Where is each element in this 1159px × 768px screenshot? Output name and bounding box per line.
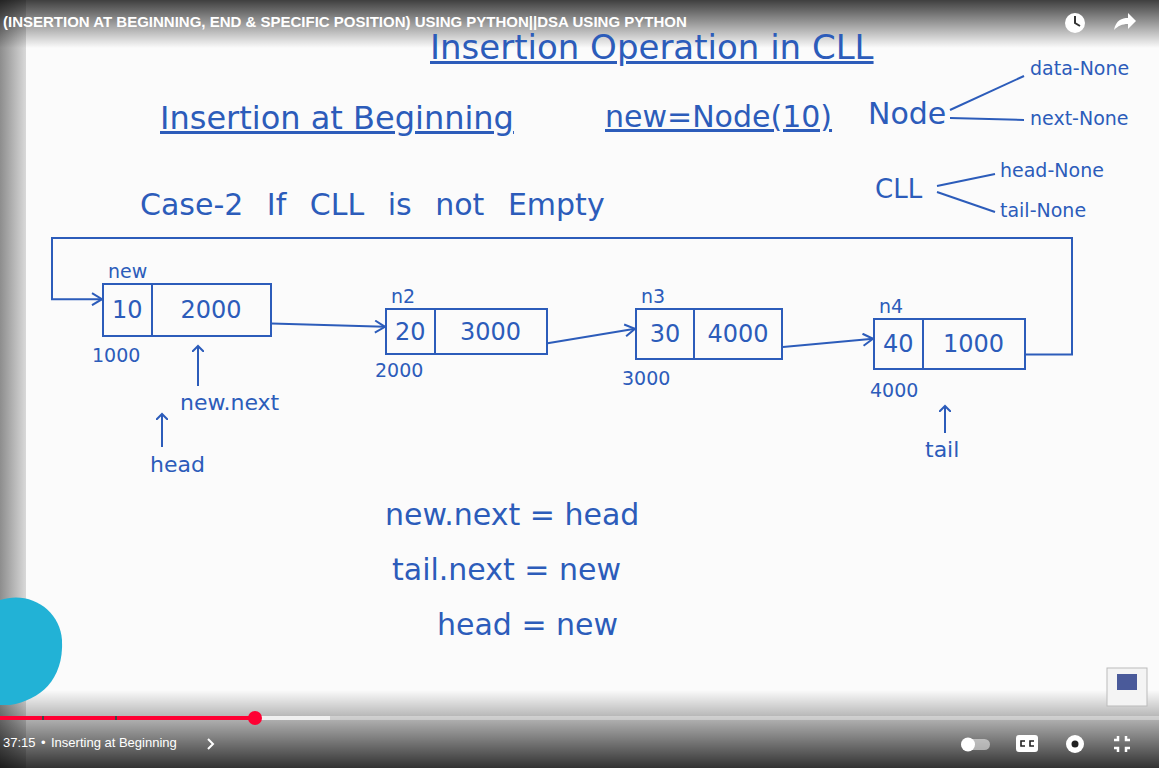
time-stamp: 37:15 [3,736,36,751]
node-name: n3 [641,286,665,308]
address-label: 2000 [375,360,423,382]
progress-scrubber [248,711,262,725]
tree-branch [950,118,1024,120]
progress-played [0,716,255,720]
pointer-label: tail [925,437,959,462]
section-heading: Insertion at Beginning [160,100,514,137]
class-name: CLL [875,175,922,205]
code-line: head = new [437,608,618,643]
cc-icon-marks [1021,741,1034,746]
settings-hole [1072,741,1079,748]
next-cell: 3000 [436,310,546,353]
class-name: Node [868,97,946,132]
list-node: n2203000 [385,308,548,355]
pointer-arrow [161,414,163,447]
pointer-arrow [944,406,946,433]
autoplay-knob [961,738,975,752]
chapter-chevron [208,739,213,749]
tree-branch [950,76,1024,110]
data-cell: 10 [104,285,153,335]
node-name: new [108,261,147,283]
fullscreen-icon [1114,736,1130,752]
chapter-title: Inserting at Beginning [51,736,177,751]
settings-icon [1066,735,1084,753]
code-line: new.next = head [385,498,639,533]
address-label: 4000 [870,380,918,402]
chapter-gap [115,716,117,720]
address-label: 1000 [92,345,140,367]
cc-icon [1016,735,1038,752]
pointer-label: new.next [180,390,279,415]
attribute-text: next-None [1030,108,1129,130]
board-heading: Insertion Operation in CLL [430,28,874,67]
watch-later-hand [1075,16,1080,26]
bottom-shade [0,690,1159,768]
pointer-label: head [150,452,205,477]
code-text: new=Node(10) [605,100,832,135]
data-cell: 30 [637,310,695,358]
channel-logo [1107,668,1147,706]
attribute-text: tail-None [1000,200,1086,222]
share-icon [1114,13,1136,30]
code-line: tail.next = new [392,553,621,588]
link-arrow [783,339,873,347]
data-cell: 40 [875,320,924,368]
list-node: n3304000 [635,308,783,360]
address-label: 3000 [622,368,670,390]
eraser-hand [0,597,62,705]
tree-branch [937,174,995,186]
pointer-arrow [197,346,199,386]
attribute-text: data-None [1030,58,1129,80]
list-node: new102000 [102,283,272,337]
watch-later-icon [1065,13,1085,33]
chapter-gap [42,716,44,720]
link-arrow [272,324,386,327]
tree-branch [937,192,995,212]
data-cell: 20 [387,310,436,353]
video-title: (INSERTION AT BEGINNING, END & SPECIFIC … [3,13,687,30]
link-arrow [52,238,1072,354]
channel-logo-mark [1117,674,1137,690]
node-name: n4 [879,296,903,318]
case-heading: Case-2 If CLL is not Empty [140,188,605,223]
progress-track [0,716,1159,720]
list-node: n4401000 [873,318,1026,370]
separator: • [41,736,46,751]
next-cell: 1000 [924,320,1024,368]
attribute-text: head-None [1000,160,1104,182]
progress-buffer [255,716,330,720]
node-name: n2 [391,286,415,308]
link-arrow [548,329,636,344]
next-cell: 2000 [153,285,270,335]
next-cell: 4000 [695,310,781,358]
